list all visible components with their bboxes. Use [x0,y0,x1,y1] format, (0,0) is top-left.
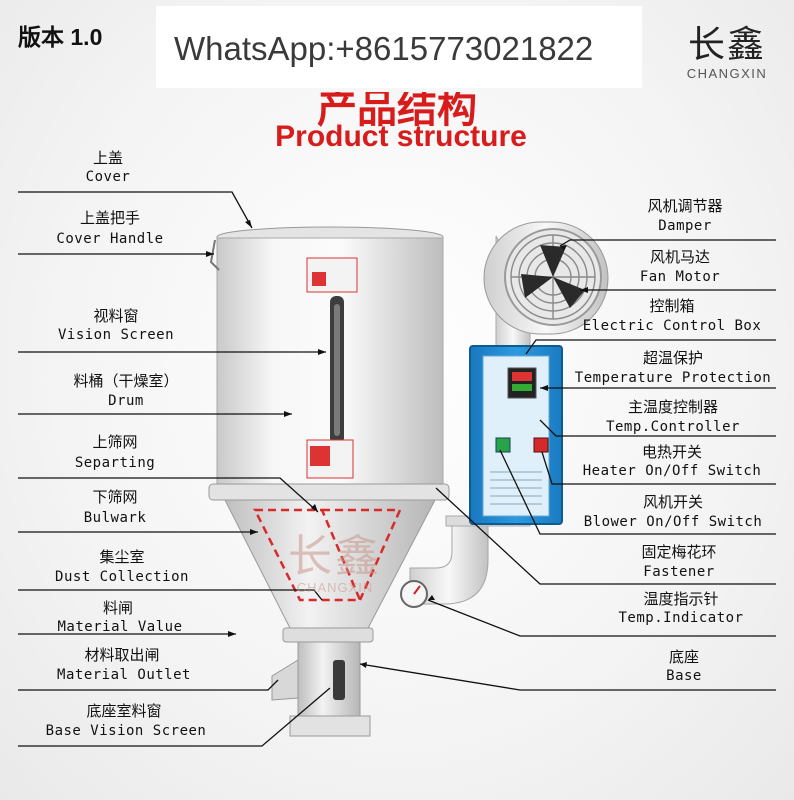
blower-assembly [409,221,609,605]
label-separting-cn: 上筛网 [92,433,138,451]
label-material-outlet-cn: 材料取出闸 [84,646,160,664]
watermark-cn: 长鑫 [288,531,382,582]
label-temp-controller-cn: 主温度控制器 [627,398,719,416]
label-fastener-cn: 固定梅花环 [641,543,717,561]
brand-logo: 长鑫 CHANGXIN [672,14,782,94]
label-damper-en: Damper [658,218,712,234]
label-base-vision-screen-en: Base Vision Screen [45,723,207,739]
leader-lines-right [359,239,776,691]
material-outlet-spout [271,659,299,701]
label-temp-protection-cn: 超温保护 [642,349,704,367]
label-control-box-en: Electric Control Box [582,318,762,334]
title-en: Product structure [275,120,527,153]
label-damper-cn: 风机调节器 [647,197,723,215]
label-vision-screen-en: Vision Screen [57,327,175,343]
base [271,627,374,737]
label-cover-handle-cn: 上盖把手 [79,209,141,227]
contact-banner: WhatsApp:+8615773021822 [156,6,642,88]
label-material-value-en: Material Value [57,619,183,635]
label-blower-switch-cn: 风机开关 [642,493,704,511]
brand-logo-en: CHANGXIN [686,66,768,81]
arrow-heads [206,220,588,668]
version-label: 版本 1.0 [18,24,103,50]
label-cover-en: Cover [85,169,131,185]
watermark: 长鑫 CHANGXIN [288,520,382,595]
label-cover-handle-en: Cover Handle [56,231,164,247]
label-temp-controller-en: Temp.Controller [606,419,740,435]
label-base-cn: 底座 [668,648,700,666]
label-base-en: Base [666,668,702,684]
whatsapp-number: WhatsApp:+8615773021822 [174,30,594,67]
label-dust-collection-cn: 集尘室 [99,548,145,566]
cover-handle-shape [209,239,220,271]
label-heater-switch-cn: 电热开关 [641,443,703,461]
label-drum-cn: 料桶（干燥室） [73,372,179,390]
label-base-vision-screen-cn: 底座室料窗 [86,702,162,720]
fan-blade-icon [521,245,585,308]
drum [209,226,444,489]
hopper-cone [208,483,450,631]
brand-logo-cn: 长鑫 [688,23,766,66]
label-temp-protection-en: Temperature Protection [574,370,772,386]
label-fastener-en: Fastener [643,564,715,580]
label-dust-collection-en: Dust Collection [55,569,189,585]
label-material-value-cn: 料闸 [102,599,134,617]
label-fan-motor-en: Fan Motor [639,269,721,285]
control-box [469,345,563,525]
title-cn: 产品结构 [317,86,477,132]
label-drum-en: Drum [108,393,144,409]
label-vision-screen-cn: 视料窗 [93,307,139,325]
watermark-en: CHANGXIN [296,580,374,595]
label-separting-en: Separting [74,455,156,471]
label-temp-indicator-cn: 温度指示针 [643,590,719,608]
label-heater-switch-en: Heater On/Off Switch [582,463,762,479]
label-bulwark-en: Bulwark [83,510,147,526]
label-cover-cn: 上盖 [92,149,124,167]
leader-lines-left [18,191,331,747]
label-blower-switch-en: Blower On/Off Switch [583,514,763,530]
label-material-outlet-en: Material Outlet [57,667,191,683]
label-fan-motor-cn: 风机马达 [649,248,711,266]
label-temp-indicator-en: Temp.Indicator [618,610,744,626]
label-bulwark-cn: 下筛网 [92,488,138,506]
label-control-box-cn: 控制箱 [649,297,695,315]
